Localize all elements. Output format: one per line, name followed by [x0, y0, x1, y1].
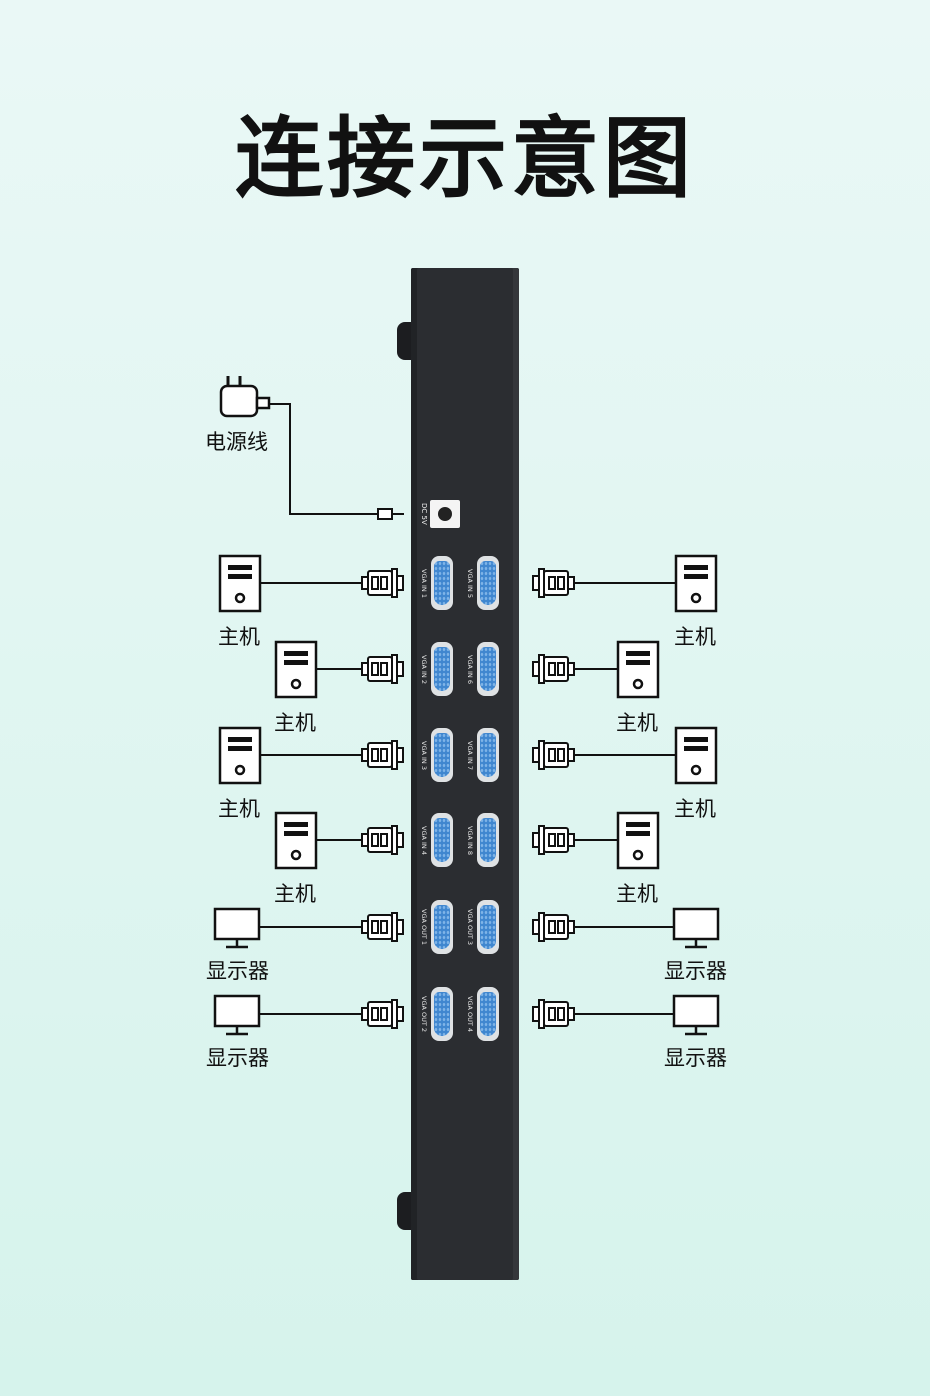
vga-plug-icon [361, 825, 404, 855]
port-label: VGA OUT 3 [466, 908, 474, 946]
computer-tower-icon [274, 811, 318, 870]
vga-port [431, 813, 453, 867]
monitor-icon [672, 994, 720, 1036]
computer-tower-icon [218, 726, 262, 785]
port-label: VGA OUT 2 [420, 995, 428, 1033]
computer-tower-icon [674, 726, 718, 785]
monitor-label: 显示器 [664, 1046, 727, 1070]
mount-ear-bottom [397, 1192, 413, 1230]
vga-port [431, 556, 453, 610]
vga-port [477, 642, 499, 696]
port-label: VGA IN 2 [420, 654, 428, 684]
vga-port [477, 987, 499, 1041]
vga-plug-icon [361, 912, 404, 942]
computer-tower-icon [616, 811, 660, 870]
vga-plug-icon [532, 999, 575, 1029]
dc-jack [430, 500, 460, 528]
host-label: 主机 [616, 882, 658, 906]
port-label: VGA IN 5 [466, 568, 474, 598]
vga-port [431, 987, 453, 1041]
vga-port [477, 900, 499, 954]
vga-plug-icon [532, 912, 575, 942]
host-label: 主机 [616, 711, 658, 735]
port-label: VGA OUT 1 [420, 908, 428, 946]
port-label: VGA IN 8 [466, 825, 474, 855]
mount-ear-top [397, 322, 413, 360]
host-label: 主机 [274, 882, 316, 906]
monitor-label: 显示器 [206, 959, 269, 983]
computer-tower-icon [274, 640, 318, 699]
power-cable-label: 电源线 [205, 430, 268, 454]
host-label: 主机 [674, 625, 716, 649]
monitor-label: 显示器 [206, 1046, 269, 1070]
host-label: 主机 [218, 797, 260, 821]
vga-plug-icon [532, 740, 575, 770]
host-label: 主机 [674, 797, 716, 821]
port-label: VGA IN 3 [420, 740, 428, 770]
vga-port [477, 813, 499, 867]
dc-label: DC 5V [420, 503, 428, 525]
vga-port [431, 900, 453, 954]
vga-port [431, 642, 453, 696]
vga-plug-icon [361, 568, 404, 598]
port-label: VGA IN 7 [466, 740, 474, 770]
vga-port [477, 556, 499, 610]
monitor-icon [672, 907, 720, 949]
port-label: VGA IN 4 [420, 825, 428, 855]
port-label: VGA IN 6 [466, 654, 474, 684]
vga-port [431, 728, 453, 782]
computer-tower-icon [674, 554, 718, 613]
vga-plug-icon [361, 654, 404, 684]
vga-plug-icon [532, 654, 575, 684]
monitor-icon [213, 994, 261, 1036]
vga-plug-icon [361, 999, 404, 1029]
page-title: 连接示意图 [234, 107, 695, 210]
computer-tower-icon [616, 640, 660, 699]
port-label: VGA OUT 4 [466, 995, 474, 1033]
connection-rows [213, 554, 720, 1036]
vga-plug-icon [532, 825, 575, 855]
host-label: 主机 [218, 625, 260, 649]
vga-plug-icon [361, 740, 404, 770]
host-label: 主机 [274, 711, 316, 735]
vga-port [477, 728, 499, 782]
vga-switch-device [411, 268, 519, 1280]
monitor-label: 显示器 [664, 959, 727, 983]
monitor-icon [213, 907, 261, 949]
port-label: VGA IN 1 [420, 568, 428, 598]
computer-tower-icon [218, 554, 262, 613]
vga-plug-icon [532, 568, 575, 598]
power-adapter-icon [219, 376, 404, 520]
